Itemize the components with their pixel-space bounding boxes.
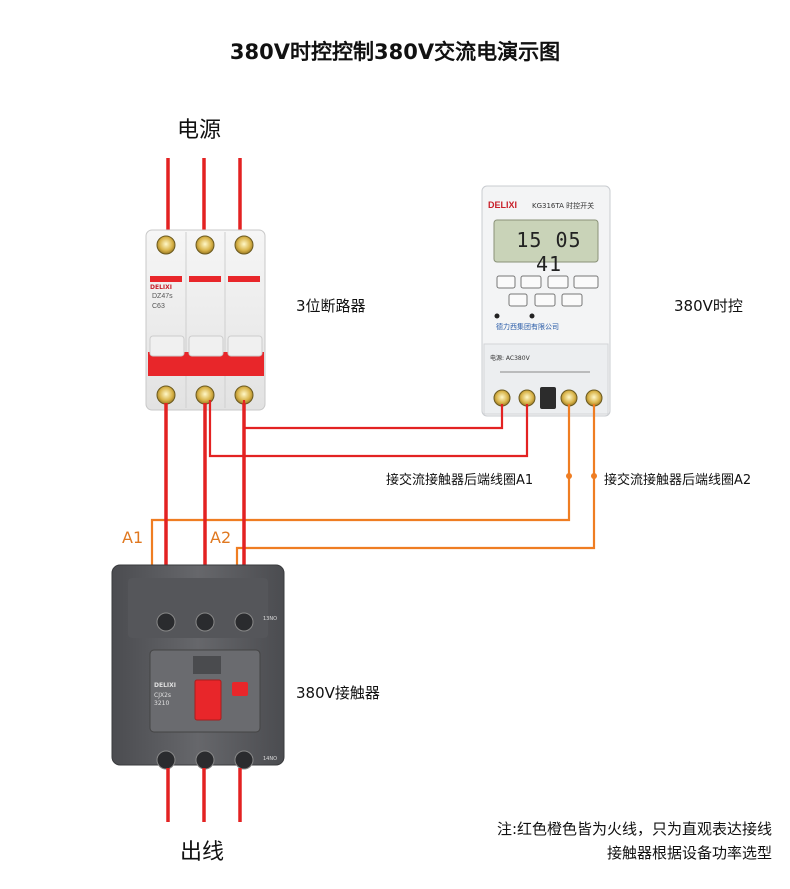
note-line-1: 注:红色橙色皆为火线，只为直观表达接线 <box>496 820 772 838</box>
coil-a1-note: 接交流接触器后端线圈A1 <box>386 473 534 488</box>
contactor-aux-top: 13NO <box>263 616 278 622</box>
three-pole-breaker: DZ47s C63 <box>145 229 266 411</box>
page-title: 380V时控控制380V交流电演示图 <box>229 40 561 64</box>
contactor-code: 3210 <box>154 700 170 707</box>
breaker-brand: DELIXI <box>150 284 172 291</box>
contactor <box>111 564 285 770</box>
breaker-rating-text: C63 <box>152 303 165 310</box>
breaker-label: 3位断路器 <box>296 297 366 315</box>
coil-a2-note: 接交流接触器后端线圈A2 <box>604 473 752 488</box>
timer-display: 15 05 41 <box>516 228 582 276</box>
timer-rating: 电源: AC380V <box>490 355 530 362</box>
timer-model: KG316TA 时控开关 <box>532 202 595 210</box>
power-label: 电源 <box>177 118 222 143</box>
note-line-2: 接触器根据设备功率选型 <box>606 844 772 862</box>
a2-label: A2 <box>210 528 232 547</box>
output-wires <box>166 768 242 822</box>
timer-switch <box>481 185 611 417</box>
breaker-model-text: DZ47s <box>152 293 173 300</box>
contactor-brand: DELIXI <box>154 682 176 689</box>
a1-label: A1 <box>122 528 144 547</box>
contactor-aux-bottom: 14NO <box>263 756 278 762</box>
timer-company: 德力西集团有限公司 <box>496 323 559 331</box>
output-label: 出线 <box>180 840 225 865</box>
timer-brand: DELIXI <box>488 200 518 210</box>
contactor-label: 380V接触器 <box>296 684 380 702</box>
power-input-wires <box>166 158 242 240</box>
contactor-model: CJX2s <box>154 692 172 699</box>
timer-label: 380V时控 <box>674 297 743 315</box>
